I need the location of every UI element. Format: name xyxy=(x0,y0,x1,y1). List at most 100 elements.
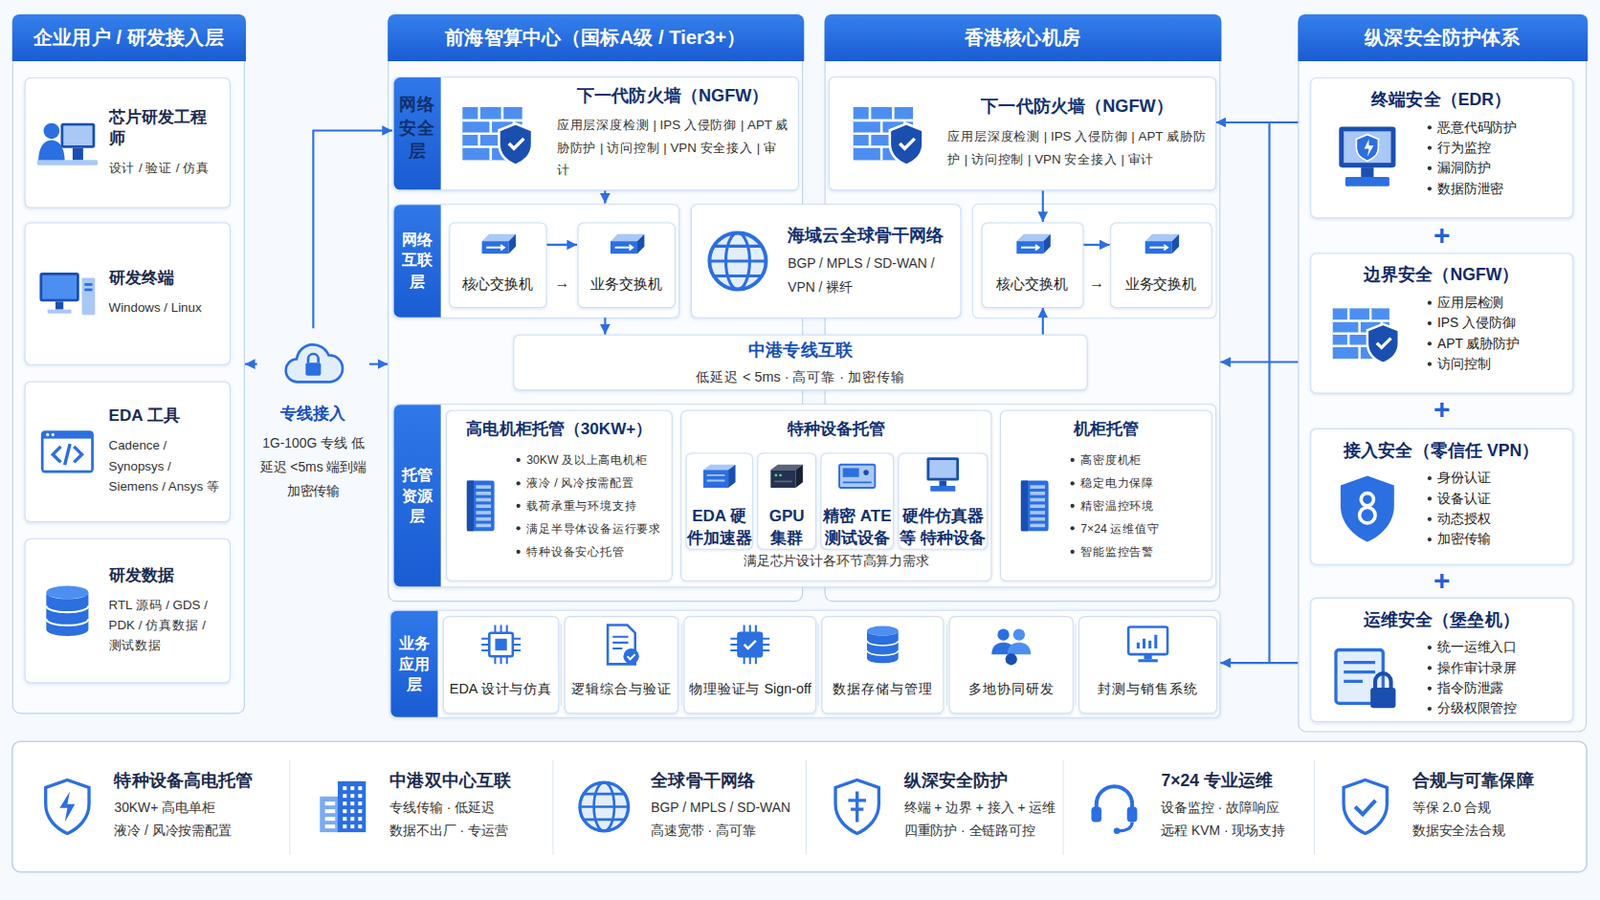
text-column: 海域云全球骨干网络BGP / MPLS / SD-WAN / VPN / 裸纤 xyxy=(787,222,951,299)
node-text: Windows / Linux xyxy=(109,297,222,318)
node-title: 接入安全（零信任 VPN） xyxy=(1322,439,1559,462)
bullet-item: 动态授权 xyxy=(1426,509,1490,530)
node-title: 机柜托管 xyxy=(1006,419,1205,441)
text-column: 下一代防火墙（NGFW）应用层深度检测 | IPS 入侵防御 | APT 威胁防… xyxy=(947,94,1207,172)
rack-symbol xyxy=(452,452,509,559)
fw-icon xyxy=(452,93,545,174)
grp-node: 网络互联层核心交换机 业务交换机 xyxy=(392,203,680,318)
node-text: 应用层深度检测 | IPS 入侵防御 | APT 威胁防护 | 访问控制 | V… xyxy=(556,115,790,183)
node-text: IPS 入侵防御 xyxy=(1437,312,1516,334)
code-icon xyxy=(35,420,99,484)
bullet-dot xyxy=(1426,496,1431,501)
bullet-list: 应用层检测IPS 入侵防御APT 威胁防护访问控制 xyxy=(1426,292,1520,376)
security-bus xyxy=(1267,122,1270,664)
node-text: 数据不出厂 · 专运营 xyxy=(389,820,547,844)
shieldok-symbol xyxy=(1334,774,1397,840)
connector-arrow xyxy=(603,317,606,335)
db-icon xyxy=(35,578,99,643)
key-icon xyxy=(1329,470,1405,547)
node-text: 30KW+ 高电单柜 xyxy=(113,797,283,821)
node-title: 数据存储与管理 xyxy=(832,680,934,699)
separator xyxy=(1074,624,1076,707)
key-symbol xyxy=(1329,470,1405,547)
bullet-item: 操作审计录屏 xyxy=(1426,657,1517,678)
hw-icon xyxy=(693,454,745,498)
bullet-dot xyxy=(516,527,521,532)
plus-sign: + xyxy=(1433,219,1450,252)
sec-node: 终端安全（EDR） 恶意代码防护行为监控漏洞防护数据防泄密 xyxy=(1310,77,1574,219)
bullet-item: APT 威胁防护 xyxy=(1426,333,1520,354)
bullet-dot xyxy=(1426,166,1431,171)
person-icon xyxy=(35,111,99,175)
bullet-dot xyxy=(1426,537,1431,542)
bullet-item: 稳定电力保障 xyxy=(1070,471,1160,495)
node-text: 应用层检测 xyxy=(1437,292,1504,313)
separator xyxy=(552,759,554,855)
people-icon xyxy=(986,621,1036,668)
layer-tab: 网络互联层 xyxy=(393,204,441,317)
mon-icon xyxy=(917,454,969,498)
text-column: 7×24 专业运维设备监控 · 故障响应远程 KVM · 现场支持 xyxy=(1160,770,1311,844)
feat-node: 合规与可靠保障等保 2.0 合规数据安全法合规 xyxy=(1320,752,1581,863)
node-title: 芯片研发工程师 xyxy=(109,106,222,150)
text-column: 中港双中心互联专线传输 · 低延迟数据不出厂 · 专运营 xyxy=(389,770,547,844)
lockdoc-symbol xyxy=(1329,640,1405,716)
node-title: 业务交换机 xyxy=(1125,273,1198,292)
sw-symbol xyxy=(466,222,529,267)
node-title: 终端安全（EDR） xyxy=(1322,88,1559,111)
shieldbolt-symbol xyxy=(36,774,98,840)
node-text: 分级权限管控 xyxy=(1437,698,1517,719)
node-title: 中港双中心互联 xyxy=(389,770,547,793)
node-title: 封测与销售系统 xyxy=(1097,680,1199,699)
bullet-dot xyxy=(516,481,521,486)
node-title: EDA 工具 xyxy=(109,405,222,427)
text-column: 全球骨干网络BGP / MPLS / SD-WAN高速宽带 · 高可靠 xyxy=(650,770,800,844)
text-column: 下一代防火墙（NGFW）应用层深度检测 | IPS 入侵防御 | APT 威胁防… xyxy=(556,84,790,183)
separator xyxy=(681,624,683,707)
lockdoc-icon xyxy=(1329,640,1405,716)
head-icon xyxy=(1083,774,1145,840)
node-text: 特种设备安心托管 xyxy=(526,540,624,564)
node-text: 远程 KVM · 现场支持 xyxy=(1160,820,1311,844)
node-text: 统一运维入口 xyxy=(1437,637,1517,658)
bullet-dot xyxy=(1426,707,1431,712)
connector-arrow xyxy=(603,190,606,204)
switch-frame xyxy=(972,203,1217,318)
bullet-dot xyxy=(516,458,521,463)
node-text: Cadence / Synopsys / Siemens / Ansys 等 xyxy=(109,435,222,497)
node-text: 智能监控告警 xyxy=(1080,540,1155,564)
bullet-item: 7×24 运维值守 xyxy=(1070,517,1160,541)
bullet-list: 身份认证设备认证动态授权加密传输 xyxy=(1426,467,1490,551)
rack-symbol xyxy=(1006,452,1063,559)
fw-node: 网络安全层下一代防火墙（NGFW）应用层深度检测 | IPS 入侵防御 | AP… xyxy=(392,75,799,190)
node-title: 业务交换机 xyxy=(590,273,663,292)
app-node: 多地协同研发 xyxy=(949,616,1074,714)
globe-symbol xyxy=(573,774,635,840)
globe-icon xyxy=(702,225,775,298)
sec-node: 运维安全（堡垒机）统一运维入口操作审计录屏指令防泄露分级权限管控 xyxy=(1310,597,1574,722)
spec-node: 特种设备托管满足芯片设计各环节高算力需求EDA 硬件加速器GPU 集群精密 AT… xyxy=(680,410,992,582)
cloud-icon xyxy=(266,328,359,390)
layer-tab: 业务应用层 xyxy=(390,611,438,718)
ic-node: 业务交换机 xyxy=(577,222,675,309)
node-text: 精密温控环境 xyxy=(1080,494,1155,518)
connector-arrow xyxy=(546,244,578,246)
bullet-dot xyxy=(1426,186,1431,191)
connector-arrow xyxy=(1216,121,1299,124)
node-title: 核心交换机 xyxy=(462,273,534,292)
node-title: 香港核心机房 xyxy=(823,13,1222,61)
shieldcross-icon xyxy=(826,774,889,840)
bullet-item: 漏洞防护 xyxy=(1426,157,1517,178)
text-column: 研发数据RTL 源码 / GDS / PDK / 仿真数据 / 测试数据 xyxy=(109,565,222,657)
fw-symbol xyxy=(452,93,545,174)
bullet-list: 恶意代码防护行为监控漏洞防护数据防泄密 xyxy=(1426,116,1517,200)
node-text: 设备监控 · 故障响应 xyxy=(1160,797,1311,821)
side-node: 海域云全球骨干网络BGP / MPLS / SD-WAN / VPN / 裸纤 xyxy=(690,203,962,318)
node-title: 纵深安全防护 xyxy=(904,770,1058,793)
bul-node: 机柜托管高密度机柜稳定电力保障精密温控环境7×24 运维值守智能监控告警 xyxy=(1000,410,1213,582)
icon-row: 身份认证设备认证动态授权加密传输 xyxy=(1322,467,1559,551)
node-text: 30KW 及以上高电机柜 xyxy=(526,448,647,472)
sw-symbol xyxy=(595,222,657,267)
grp-node: 业务应用层EDA 设计与仿真逻辑综合与验证物理验证与 Sign-off数据存储与… xyxy=(389,610,1221,719)
